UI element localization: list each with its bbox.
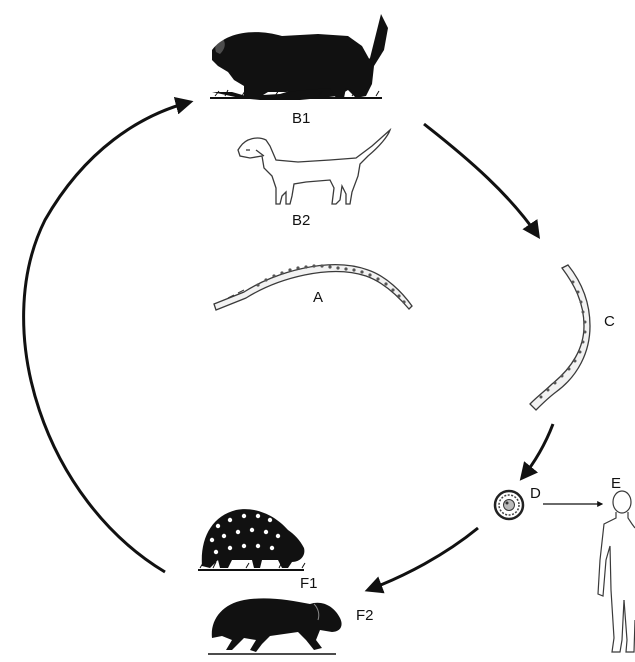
label-d: D bbox=[530, 485, 541, 502]
label-f1: F1 bbox=[300, 575, 318, 592]
label-f2: F2 bbox=[356, 607, 374, 624]
arrow-d-to-f bbox=[368, 528, 478, 590]
arrow-f-to-b bbox=[24, 102, 190, 572]
arrow-c-to-d bbox=[522, 424, 553, 478]
bush-dog-icon bbox=[210, 14, 388, 100]
human-figure-icon bbox=[598, 491, 635, 652]
larva-icon bbox=[530, 265, 590, 410]
agouti-icon bbox=[208, 598, 342, 654]
label-e: E bbox=[611, 475, 621, 492]
label-b2: B2 bbox=[292, 212, 310, 229]
paca-icon bbox=[198, 509, 305, 570]
domestic-dog-icon bbox=[238, 130, 390, 204]
label-a: A bbox=[313, 289, 323, 306]
label-c: C bbox=[604, 313, 615, 330]
arrow-b-to-c bbox=[424, 124, 538, 236]
label-b1: B1 bbox=[292, 110, 310, 127]
egg-cyst-icon bbox=[495, 491, 523, 519]
